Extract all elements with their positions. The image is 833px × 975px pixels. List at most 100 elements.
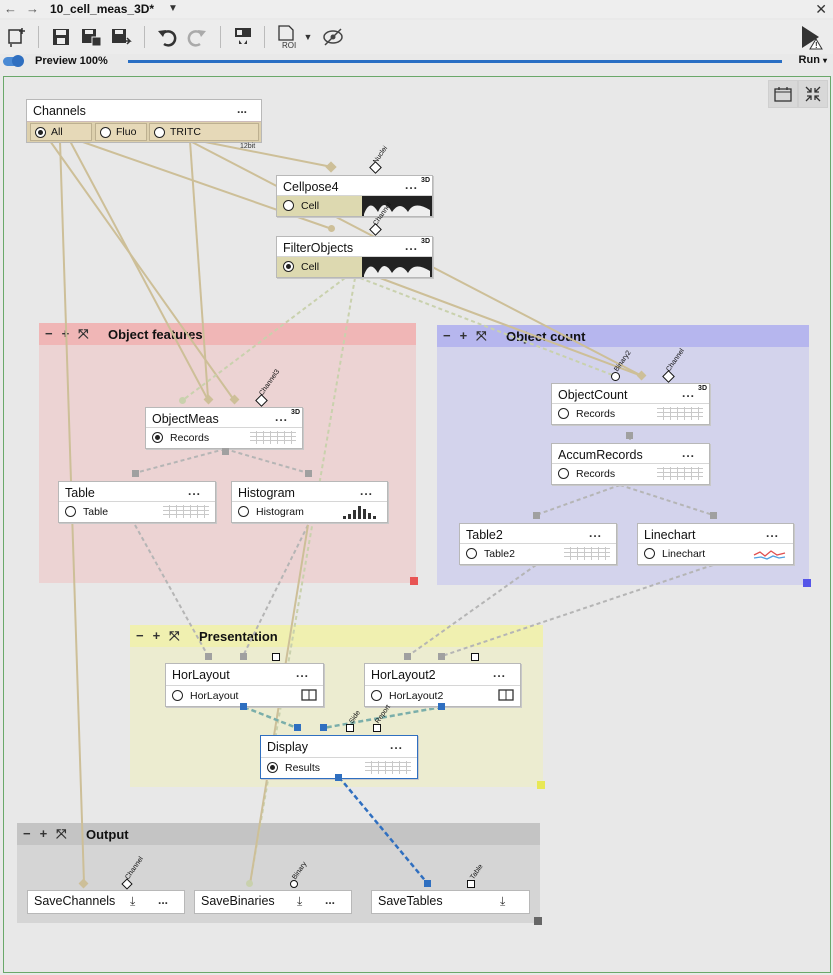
hide-icon[interactable]: [320, 22, 346, 52]
node-menu-button[interactable]: ...: [295, 666, 309, 680]
output-port[interactable]: [222, 448, 229, 455]
node-objectcount[interactable]: ObjectCount ... 3D Records: [551, 383, 710, 425]
input-port[interactable]: [290, 880, 298, 888]
node-channels[interactable]: Channels ... All Fluo TRITC: [26, 99, 262, 143]
node-filterobjects[interactable]: FilterObjects ... 3D Cell: [276, 236, 433, 278]
node-menu-button[interactable]: ...: [492, 666, 506, 680]
input-port[interactable]: [611, 372, 620, 381]
node-objectmeas[interactable]: ObjectMeas ... 3D Records: [145, 407, 303, 449]
save-icon[interactable]: [48, 22, 74, 52]
input-port[interactable]: [272, 653, 280, 661]
node-savetables[interactable]: SaveTables ⤓: [371, 890, 530, 914]
node-table[interactable]: Table ... Table: [58, 481, 216, 523]
node-table2[interactable]: Table2 ... Table2: [459, 523, 617, 565]
input-port[interactable]: [305, 470, 312, 477]
node-menu-button[interactable]: ...: [404, 239, 418, 253]
node-horlayout2[interactable]: HorLayout2 ... HorLayout2: [364, 663, 521, 707]
table-preview-icon: [365, 761, 411, 774]
channel-option-all[interactable]: All: [30, 123, 92, 141]
input-port[interactable]: [205, 653, 212, 660]
add-node-icon[interactable]: [4, 22, 30, 52]
resize-handle[interactable]: [534, 917, 542, 925]
node-cellpose4[interactable]: Cellpose4 ... 3D Cell: [276, 175, 433, 217]
channel-option-tritc[interactable]: TRITC: [149, 123, 259, 141]
input-port[interactable]: [294, 724, 301, 731]
node-menu-button[interactable]: ...: [236, 102, 247, 116]
node-linechart[interactable]: Linechart ... Linechart: [637, 523, 794, 565]
node-menu-button[interactable]: ...: [389, 738, 403, 752]
forward-arrow-icon[interactable]: →: [26, 1, 39, 16]
roi-icon[interactable]: ROI: [274, 22, 300, 52]
port[interactable]: [626, 432, 633, 439]
preview-slider[interactable]: [128, 60, 782, 63]
badge-3d: 3D: [421, 177, 430, 184]
preview-toggle[interactable]: [3, 55, 24, 67]
input-port[interactable]: [346, 724, 354, 732]
input-port[interactable]: [328, 225, 335, 232]
input-port[interactable]: [471, 653, 479, 661]
download-icon[interactable]: ⤓: [297, 894, 303, 908]
node-menu-button[interactable]: ...: [588, 526, 602, 540]
node-menu-button[interactable]: ...: [325, 893, 336, 907]
undo-icon[interactable]: [154, 22, 180, 52]
redo-icon[interactable]: [184, 22, 210, 52]
node-savebinaries[interactable]: SaveBinaries ⤓ ...: [194, 890, 352, 914]
group-controls-icon[interactable]: −+⤧: [136, 628, 189, 643]
input-port[interactable]: [438, 653, 445, 660]
calendar-icon[interactable]: [768, 80, 798, 108]
output-port[interactable]: [240, 703, 247, 710]
run-button[interactable]: Run ▾: [798, 54, 827, 66]
resize-handle[interactable]: [537, 781, 545, 789]
save-copy-icon[interactable]: [108, 22, 134, 52]
node-menu-button[interactable]: ...: [274, 410, 288, 424]
close-icon[interactable]: ✕: [815, 1, 827, 17]
table-preview-icon: [564, 547, 610, 560]
input-port[interactable]: [132, 470, 139, 477]
run-icon[interactable]: !: [798, 22, 824, 52]
input-port[interactable]: [710, 512, 717, 519]
input-port[interactable]: [320, 724, 327, 731]
node-menu-button[interactable]: ...: [404, 178, 418, 192]
input-port[interactable]: [179, 397, 186, 404]
output-port[interactable]: [438, 703, 445, 710]
save-as-icon[interactable]: [78, 22, 104, 52]
resize-handle[interactable]: [803, 579, 811, 587]
back-arrow-icon[interactable]: ←: [4, 1, 17, 16]
node-display[interactable]: Display ... Results: [260, 735, 418, 779]
node-menu-button[interactable]: ...: [765, 526, 779, 540]
group-controls-icon[interactable]: −+⤧: [443, 328, 496, 343]
roi-label: ROI: [282, 41, 296, 50]
node-savechannels[interactable]: SaveChannels ⤓ ...: [27, 890, 185, 914]
input-port[interactable]: [373, 724, 381, 732]
node-histogram[interactable]: Histogram ... Histogram: [231, 481, 388, 523]
node-accumrecords[interactable]: AccumRecords ... Records: [551, 443, 710, 485]
preview-label: Preview 100%: [35, 55, 108, 67]
collapse-icon[interactable]: [798, 80, 828, 108]
group-title: Output: [86, 827, 129, 842]
arrange-icon[interactable]: [230, 22, 256, 52]
node-title: HorLayout: [172, 668, 230, 682]
output-port[interactable]: [335, 774, 342, 781]
download-icon[interactable]: ⤓: [500, 894, 506, 908]
roi-dropdown-icon[interactable]: ▼: [303, 32, 313, 42]
table-preview-icon: [657, 407, 703, 420]
channel-options: All Fluo TRITC: [27, 121, 261, 142]
node-menu-button[interactable]: ...: [681, 386, 695, 400]
input-port[interactable]: [424, 880, 431, 887]
input-port[interactable]: [467, 880, 475, 888]
channel-option-fluo[interactable]: Fluo: [95, 123, 147, 141]
group-controls-icon[interactable]: −+⤧: [23, 826, 76, 841]
node-menu-button[interactable]: ...: [681, 446, 695, 460]
node-menu-button[interactable]: ...: [158, 893, 169, 907]
input-port[interactable]: [404, 653, 411, 660]
resize-handle[interactable]: [410, 577, 418, 585]
input-port[interactable]: [533, 512, 540, 519]
node-title: Cellpose4: [283, 180, 339, 194]
node-menu-button[interactable]: ...: [359, 484, 373, 498]
input-port[interactable]: [240, 653, 247, 660]
node-menu-button[interactable]: ...: [187, 484, 201, 498]
title-dropdown-icon[interactable]: ▼: [168, 3, 178, 14]
node-horlayout[interactable]: HorLayout ... HorLayout: [165, 663, 324, 707]
input-port[interactable]: [246, 880, 253, 887]
download-icon[interactable]: ⤓: [130, 894, 136, 908]
